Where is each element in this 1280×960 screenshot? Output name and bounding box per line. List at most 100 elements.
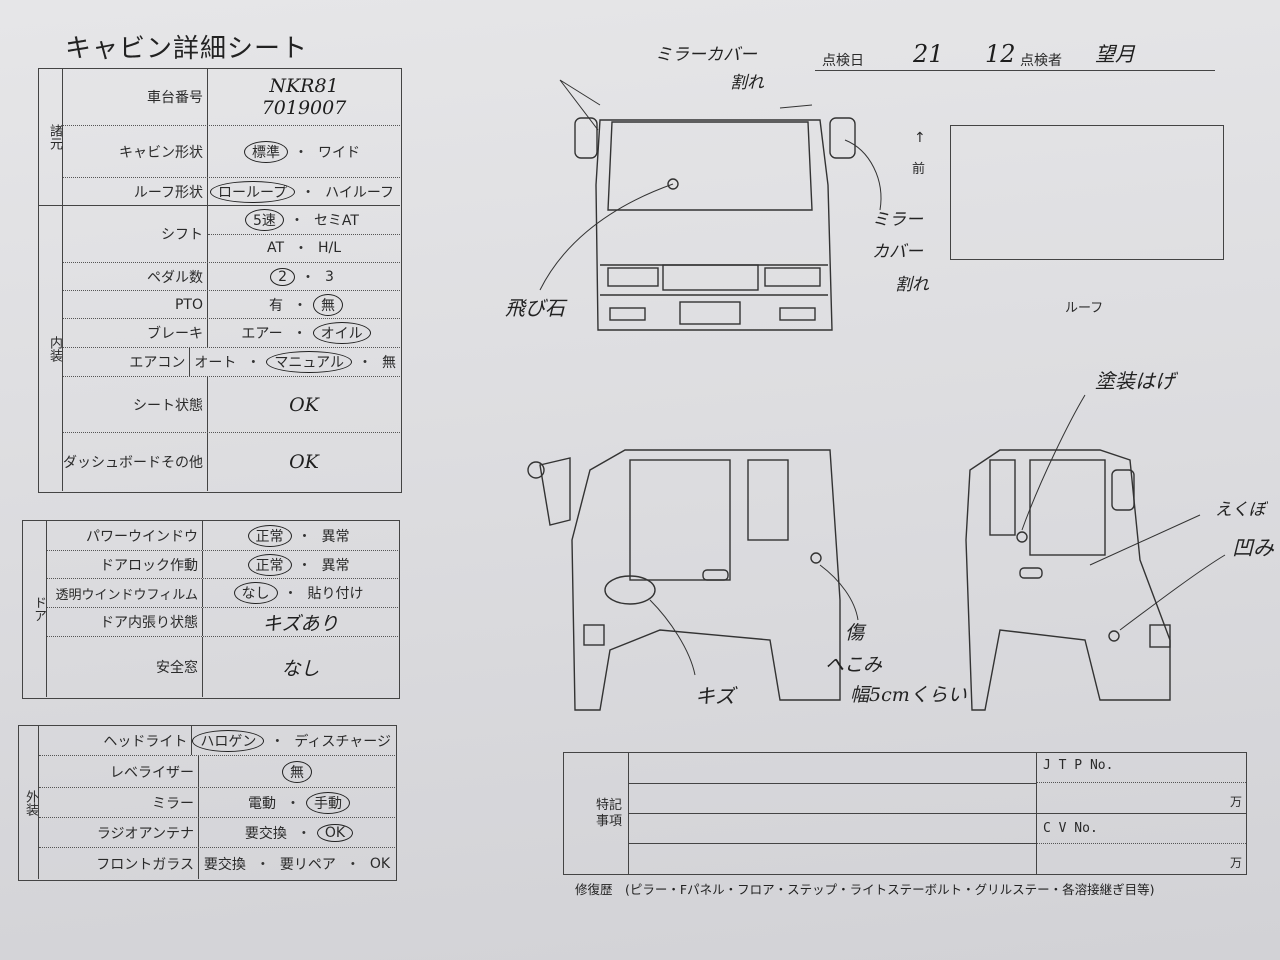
section-0: ドア	[23, 521, 47, 697]
row-value[interactable]: ハロゲン・ディスチャージ	[192, 726, 395, 755]
option-selected[interactable]: オイル	[312, 322, 371, 344]
row-label: 安全窓	[47, 637, 203, 697]
row-value[interactable]: 正常・異常	[203, 551, 398, 578]
row-value[interactable]: 要交換・OK	[199, 818, 395, 847]
option-selected[interactable]: OK	[316, 823, 354, 842]
separator: ・	[286, 795, 300, 812]
option[interactable]: 異常	[321, 528, 350, 545]
option-line: 2・3	[208, 263, 400, 290]
option[interactable]: ワイド	[318, 144, 360, 161]
note-damage-1: 傷	[845, 622, 865, 644]
row-value[interactable]: キズあり	[203, 608, 398, 636]
option-selected[interactable]: 手動	[306, 791, 350, 814]
row-label: キャビン形状	[63, 126, 208, 177]
page-title: キャビン詳細シート	[65, 34, 309, 64]
handwritten-entry: NKR81	[269, 75, 339, 97]
row-value[interactable]: なし・貼り付け	[203, 579, 398, 607]
option[interactable]: 異常	[321, 557, 350, 574]
row-label: パワーウインドウ	[47, 521, 203, 550]
option-selected[interactable]: 正常	[247, 553, 292, 576]
remarks-line-1[interactable]	[629, 753, 1036, 784]
option-selected[interactable]: 5速	[245, 208, 284, 231]
note-mirror-cover-left-1: ミラーカバー	[655, 45, 757, 65]
option[interactable]: 要交換	[244, 825, 287, 842]
option[interactable]: セミAT	[313, 212, 359, 229]
row-value[interactable]: 2・3	[208, 263, 400, 290]
option-line: 要交換・OK	[199, 818, 395, 847]
separator: ・	[270, 733, 285, 750]
option[interactable]: H/L	[318, 240, 342, 257]
note-scratch: キズ	[695, 684, 735, 708]
row-value[interactable]: エアー・オイル	[208, 319, 400, 347]
option[interactable]: 要リペア	[279, 856, 336, 873]
remarks-line-4[interactable]	[629, 843, 1036, 873]
option-selected[interactable]: 正常	[247, 524, 292, 547]
roof-label: ルーフ	[1065, 301, 1104, 316]
note-paint-peel: 塗装はげ	[1095, 369, 1175, 393]
remarks-table: 特記事項 J T P No. 万 C V No. 万	[563, 752, 1247, 875]
section-label: ドア	[31, 596, 46, 622]
option-selected[interactable]: 標準	[244, 140, 288, 163]
handwritten-entry: 7019007	[261, 97, 347, 119]
option-selected[interactable]: なし	[233, 582, 278, 604]
inspector-name: 望月	[1095, 42, 1135, 66]
row-value[interactable]: オート・マニュアル・無	[190, 348, 400, 376]
option[interactable]: エアー	[241, 326, 283, 342]
right-side-view-drawing	[965, 394, 1226, 711]
note-mirror-cover-left-2: 割れ	[730, 73, 764, 93]
row-value[interactable]: ローループ・ハイルーフ	[208, 178, 400, 205]
row-value[interactable]: 電動・手動	[199, 788, 395, 817]
remarks-line-2[interactable]	[629, 783, 1036, 814]
row-label: PTO	[63, 291, 208, 318]
row-value[interactable]: OK	[208, 377, 400, 432]
cv-unit: 万	[1229, 856, 1242, 870]
option[interactable]: 要交換	[203, 856, 246, 873]
remarks-label: 特記事項	[595, 797, 622, 829]
roof-box[interactable]	[950, 125, 1224, 260]
option[interactable]: 有	[269, 297, 283, 314]
option[interactable]: オート	[194, 355, 237, 371]
handwritten-entry: OK	[289, 451, 319, 473]
row-value[interactable]: なし	[203, 637, 398, 697]
row-label: ドアロック作動	[47, 551, 203, 578]
option-selected[interactable]: 無	[282, 760, 312, 783]
remarks-line-3[interactable]	[629, 813, 1036, 844]
table-row: エアコンオート・マニュアル・無	[63, 348, 400, 377]
front-label: 前	[912, 162, 926, 177]
option-selected[interactable]: 無	[313, 293, 343, 316]
option[interactable]: 貼り付け	[307, 586, 364, 602]
row-value[interactable]: 標準・ワイド	[208, 126, 400, 177]
jtp-number-label: J T P No.	[1037, 753, 1246, 783]
section-label: 外装	[23, 789, 38, 816]
option-selected[interactable]: マニュアル	[266, 351, 352, 373]
separator: ・	[289, 212, 304, 229]
option-line: 電動・手動	[199, 788, 395, 817]
row-label: エアコン	[63, 348, 191, 376]
section-0: 諸元	[39, 69, 63, 206]
row-value[interactable]: 要交換・要リペア・OK	[199, 848, 395, 879]
exterior-table: ヘッドライトハロゲン・ディスチャージレベライザー無ミラー電動・手動ラジオアンテナ…	[18, 725, 397, 881]
option-selected[interactable]: ローループ	[209, 180, 296, 203]
option[interactable]: OK	[369, 855, 391, 872]
option-line: オート・マニュアル・無	[190, 348, 400, 376]
row-value[interactable]: 正常・異常	[203, 521, 398, 550]
option[interactable]: AT	[266, 240, 284, 257]
row-value[interactable]: 5速・セミAT AT・H/L	[208, 206, 400, 262]
table-row: ヘッドライトハロゲン・ディスチャージ	[39, 726, 395, 756]
option-line: なし・貼り付け	[203, 579, 398, 607]
option[interactable]: 電動	[248, 795, 276, 812]
option-selected[interactable]: ハロゲン	[192, 729, 265, 752]
row-value[interactable]: 有・無	[208, 291, 400, 318]
option-selected[interactable]: 2	[270, 267, 295, 286]
row-label: ドア内張り状態	[47, 608, 203, 636]
table-row: 安全窓なし	[47, 637, 398, 697]
option[interactable]: ディスチャージ	[294, 733, 391, 750]
table-row: ドアロック作動正常・異常	[47, 551, 398, 579]
row-value[interactable]: 無	[199, 756, 395, 787]
option[interactable]: 無	[382, 355, 396, 371]
option[interactable]: ハイルーフ	[325, 184, 395, 201]
option[interactable]: 3	[325, 268, 334, 285]
option-line: AT・H/L	[208, 233, 400, 263]
row-value[interactable]: OK	[208, 433, 400, 491]
